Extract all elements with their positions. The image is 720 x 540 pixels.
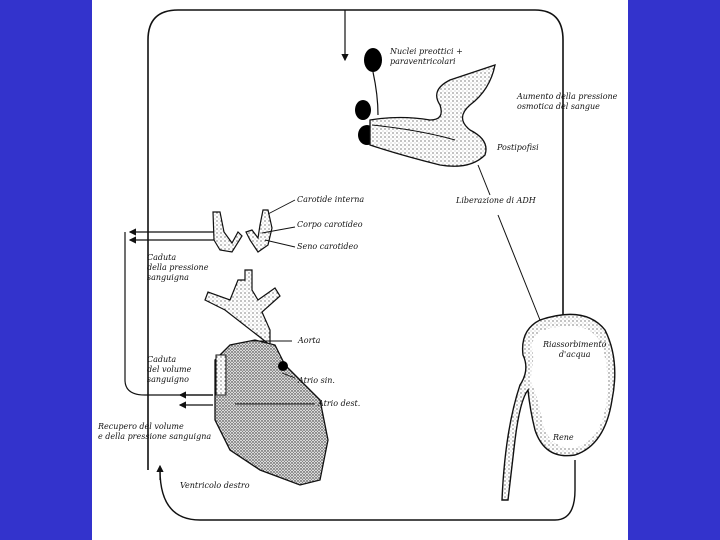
label-adh-release: Liberazione di ADH	[456, 196, 536, 205]
label-right-atrium: Atrio dest.	[318, 399, 361, 408]
vena-cava	[215, 354, 227, 396]
label-carotid-body: Corpo carotideo	[297, 220, 363, 229]
label-water-reabsorption: Riassorbimento d'acqua	[543, 340, 607, 359]
feedback-loop-path	[147, 9, 345, 470]
label-pressure-drop: Caduta della pressione sanguigna	[147, 253, 209, 282]
label-volume-drop: Caduta del volume sanguigno	[147, 355, 192, 384]
label-posterior-pituitary: Postipofisi	[497, 143, 539, 152]
label-aorta: Aorta	[298, 336, 321, 345]
label-internal-carotid: Carotide interna	[297, 195, 365, 204]
label-osmotic-pressure: Aumento della pressione osmotica del san…	[517, 92, 618, 111]
label-carotid-sinus: Seno carotideo	[297, 242, 359, 251]
label-right-ventricle: Ventricolo destro	[180, 481, 250, 490]
label-left-atrium: Atrio sin.	[298, 376, 335, 385]
label-nuclei: Nuclei preottici + paraventricolari	[390, 47, 463, 66]
carotid-right	[245, 209, 273, 253]
heart	[214, 339, 329, 486]
return-loop-path	[159, 460, 576, 521]
nucleus-1	[364, 48, 382, 72]
label-recovery: Recupero del volume e della pressione sa…	[98, 422, 212, 441]
nucleus-2	[355, 100, 371, 120]
diagram-panel	[92, 0, 628, 540]
label-kidney: Rene	[553, 433, 574, 442]
recovery-loop-path	[124, 379, 213, 396]
pituitary	[369, 64, 496, 167]
carotid-left	[212, 211, 243, 253]
feedback-loop-right	[345, 9, 564, 320]
heart-vessels	[204, 269, 281, 347]
